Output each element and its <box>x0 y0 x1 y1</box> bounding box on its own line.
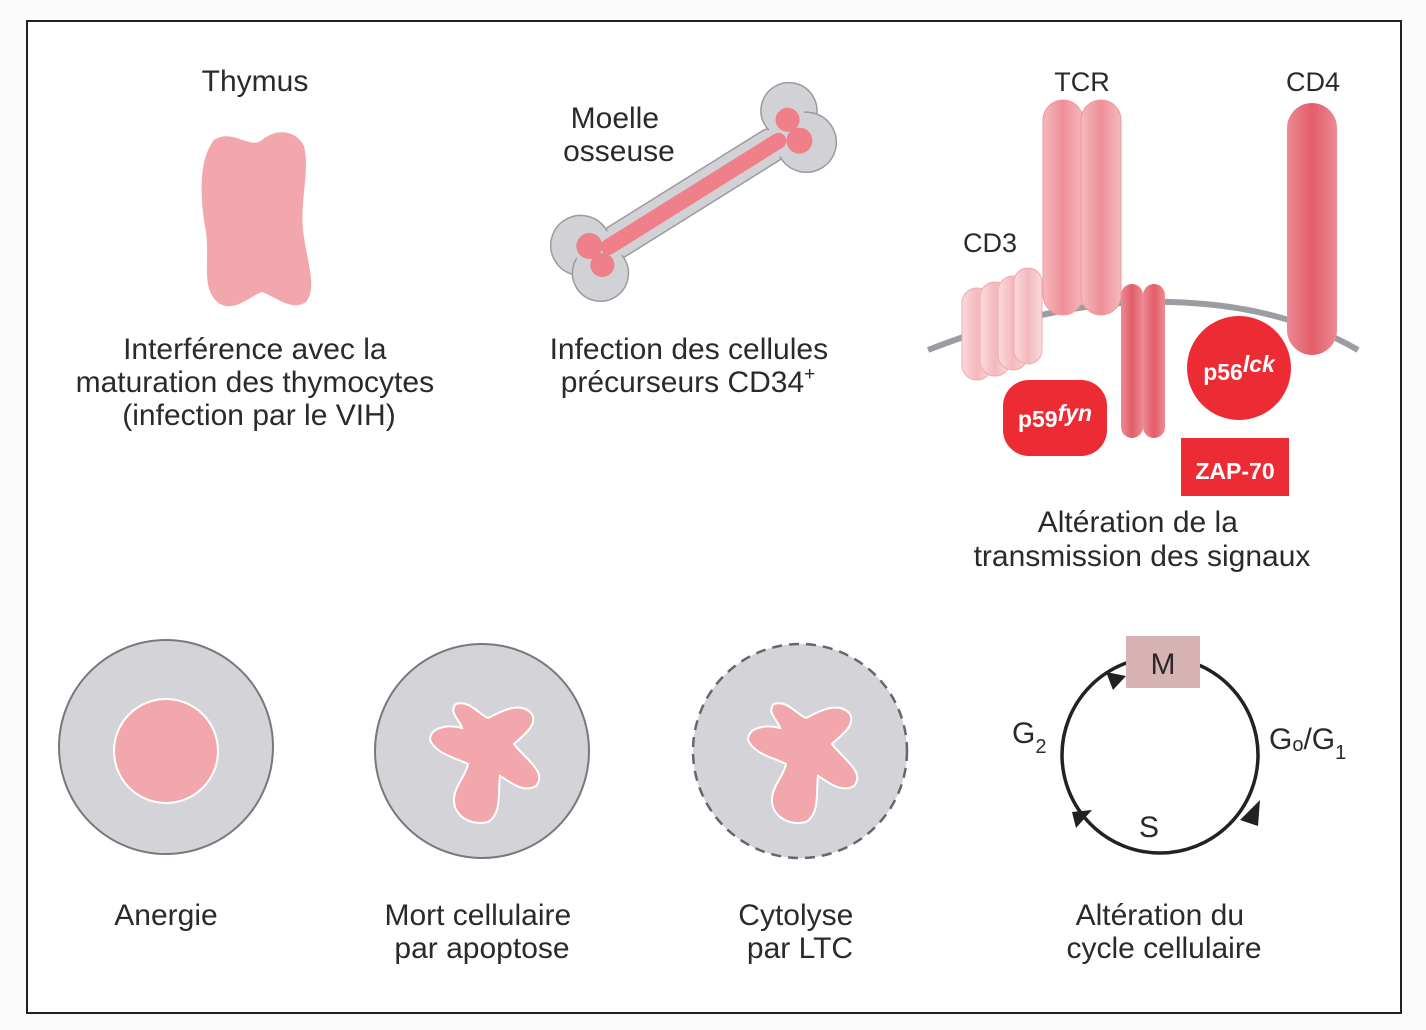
cd34-superscript: + <box>804 364 815 385</box>
m-phase-label: M <box>1151 648 1176 681</box>
apoptosis-caption-line-2: par apoptose <box>394 932 569 965</box>
m-phase-box <box>1126 636 1200 688</box>
p59fyn-label: p59fyn <box>1018 400 1092 432</box>
thymus-shape <box>201 132 312 307</box>
thymus-caption-line-3: (infection par le VIH) <box>122 399 395 432</box>
tcr-complex <box>1042 99 1122 316</box>
bone-icon <box>549 81 838 302</box>
g0g1-phase-label: Go/G1 <box>1269 723 1346 764</box>
arrow-to-m-icon <box>1106 672 1126 690</box>
cytolysis-caption: Cytolyse par LTC <box>738 899 861 965</box>
p56lck-label: p56lck <box>1203 351 1276 385</box>
cd3-complex <box>961 267 1043 381</box>
p59fyn-kinase: p59fyn <box>1003 380 1107 456</box>
apoptosis-caption: Mort cellulaire par apoptose <box>384 899 579 965</box>
g1-subscript: 1 <box>1335 742 1346 764</box>
bone-marrow-caption-line-2: précurseurs CD34 <box>561 366 804 399</box>
zeta-chain <box>1121 284 1165 438</box>
apoptosis-cell <box>374 643 590 859</box>
p56lck-prefix: p56 <box>1203 359 1243 385</box>
g0-letter: G <box>1269 723 1292 756</box>
p59fyn-prefix: p59 <box>1018 406 1058 432</box>
anergy-cell <box>58 639 274 855</box>
thymus-caption-line-1: Interférence avec la <box>123 333 387 366</box>
arrow-to-g2-icon <box>1072 810 1092 828</box>
p56lck-italic: lck <box>1243 351 1276 377</box>
cell-cycle-caption-line-1: Altération du <box>1076 899 1244 932</box>
cd3-label: CD3 <box>963 228 1017 258</box>
signaling-caption-line-2: transmission des signaux <box>974 540 1311 573</box>
g2-subscript: 2 <box>1035 736 1046 758</box>
g1-letter: /G <box>1303 723 1335 756</box>
cytolysis-cell <box>691 642 909 860</box>
g2-phase-label: G2 <box>1012 717 1046 758</box>
zap70-label: ZAP-70 <box>1195 458 1274 484</box>
bone-marrow-caption: Infection des cellules précurseurs CD34+ <box>550 333 837 399</box>
zap70-kinase: ZAP-70 <box>1181 438 1289 496</box>
signaling-caption: Altération de la transmission des signau… <box>974 506 1311 573</box>
cell-cycle-caption-line-2: cycle cellulaire <box>1066 932 1261 965</box>
cytolysis-caption-line-1: Cytolyse <box>738 899 853 932</box>
thymus-title: Thymus <box>202 65 309 98</box>
g2-letter: G <box>1012 717 1035 750</box>
anergy-caption: Anergie <box>114 899 217 932</box>
thymus-caption-line-2: maturation des thymocytes <box>76 366 435 399</box>
s-phase-label: S <box>1139 811 1159 844</box>
bone-marrow-title: Moelle osseuse <box>563 102 675 168</box>
signaling-caption-line-1: Altération de la <box>1038 506 1238 539</box>
apoptosis-caption-line-1: Mort cellulaire <box>384 899 571 932</box>
cell-cycle-caption: Altération du cycle cellulaire <box>1066 899 1261 965</box>
bone-marrow-title-line-1: Moelle <box>571 102 659 135</box>
p59fyn-italic: fyn <box>1058 400 1093 426</box>
p56lck-kinase: p56lck <box>1187 316 1291 420</box>
g0-subscript: o <box>1292 734 1303 756</box>
cytolysis-caption-line-2: par LTC <box>747 932 853 965</box>
tcr-label: TCR <box>1054 67 1110 97</box>
cell-cycle-diagram <box>1060 636 1260 855</box>
thymus-caption: Interférence avec la maturation des thym… <box>76 333 443 432</box>
arrow-to-s-icon <box>1240 800 1260 826</box>
bone-marrow-caption-line-1: Infection des cellules <box>550 333 829 366</box>
bone-marrow-title-line-2: osseuse <box>563 135 675 168</box>
cd4-label: CD4 <box>1286 67 1340 97</box>
cd4-rod <box>1287 103 1337 355</box>
